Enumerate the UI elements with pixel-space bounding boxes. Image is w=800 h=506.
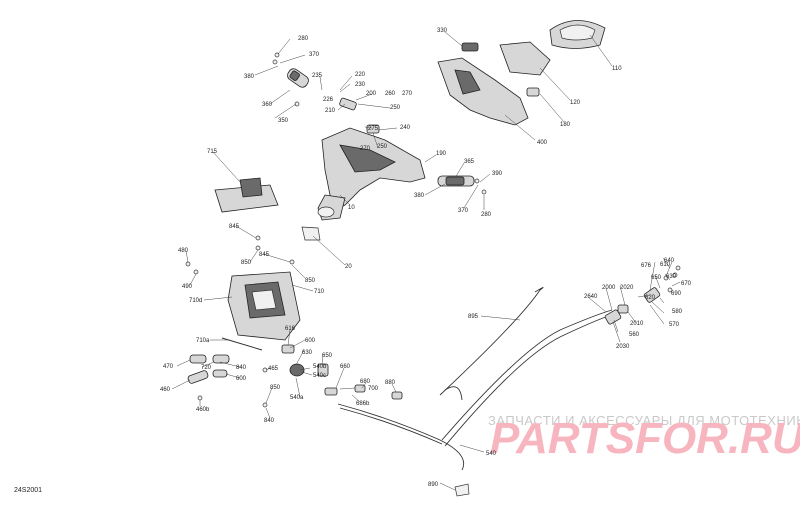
callout-label: 845 bbox=[259, 252, 270, 258]
hoses-and-cables bbox=[337, 287, 615, 497]
callout-label: 120 bbox=[570, 100, 581, 106]
callout-label: 670 bbox=[681, 281, 692, 287]
callout-label: 330 bbox=[437, 28, 448, 34]
callout-label: 270 bbox=[360, 146, 371, 152]
callout-label: 620 bbox=[645, 295, 656, 301]
callout-label: 710a bbox=[196, 338, 210, 344]
callout-label: 460 bbox=[160, 387, 171, 393]
callout-label: 850 bbox=[305, 278, 316, 284]
callout-label: 690 bbox=[671, 291, 682, 297]
callout-label: 365 bbox=[464, 159, 475, 165]
callout-label: 540 bbox=[486, 451, 497, 457]
callout-label: 676 bbox=[641, 263, 652, 269]
callout-label: 715 bbox=[207, 149, 218, 155]
lower-left-fittings bbox=[187, 354, 230, 401]
callout-label: 680 bbox=[360, 379, 371, 385]
console-housing-710 bbox=[185, 235, 301, 351]
callout-label: 710 bbox=[314, 289, 325, 295]
callout-label: 240 bbox=[400, 125, 411, 131]
callout-label: 720 bbox=[201, 365, 212, 371]
leader-lines bbox=[171, 31, 681, 491]
callout-label: 280 bbox=[298, 36, 309, 42]
callout-label: 600 bbox=[305, 338, 316, 344]
throttle-components bbox=[604, 265, 681, 325]
callout-label: 370 bbox=[309, 52, 320, 58]
callout-label: 180 bbox=[560, 122, 571, 128]
callout-label: 840 bbox=[264, 418, 275, 424]
callout-label: 2640 bbox=[584, 294, 598, 300]
middle-fittings bbox=[262, 344, 403, 408]
handlebar-assembly bbox=[317, 97, 426, 221]
callout-label: 580 bbox=[672, 309, 683, 315]
callout-label: 470 bbox=[163, 364, 174, 370]
callout-label: 2000 bbox=[602, 285, 616, 291]
callout-label: 270 bbox=[402, 91, 413, 97]
callout-label: 20 bbox=[345, 264, 352, 270]
callout-label: 570 bbox=[669, 322, 680, 328]
callout-label: 490 bbox=[182, 284, 193, 290]
callout-label: 2030 bbox=[616, 344, 630, 350]
right-grip-assembly bbox=[437, 175, 487, 195]
cover-20 bbox=[301, 226, 321, 241]
callout-label: 560 bbox=[629, 332, 640, 338]
callout-label: 890 bbox=[428, 482, 439, 488]
callout-label: 540c bbox=[313, 373, 326, 379]
callout-label: 230 bbox=[355, 82, 366, 88]
bracket-715 bbox=[214, 177, 279, 213]
callout-label: 600 bbox=[236, 376, 247, 382]
callout-label: 110 bbox=[612, 66, 622, 72]
callout-label: 895 bbox=[468, 314, 479, 320]
watermark-tagline: ЗАПЧАСТИ И АКСЕССУАРЫ ДЛЯ МОТОТЕХНИКИ bbox=[488, 413, 800, 428]
callout-label: 400 bbox=[537, 140, 548, 146]
callout-label: 640 bbox=[664, 258, 675, 264]
callout-label: 235 bbox=[312, 73, 323, 79]
callout-label: 2020 bbox=[620, 285, 634, 291]
callout-label: 275 bbox=[368, 126, 379, 132]
callout-label: 540a bbox=[290, 395, 304, 401]
callout-label: 380 bbox=[414, 193, 425, 199]
callout-label: 465 bbox=[268, 366, 279, 372]
callout-label: 630 bbox=[302, 350, 313, 356]
callout-label: 880 bbox=[385, 380, 396, 386]
callout-label: 540b bbox=[313, 364, 327, 370]
callout-label: 250 bbox=[390, 105, 401, 111]
callout-label: 850 bbox=[270, 385, 281, 391]
callout-label: 850 bbox=[241, 260, 252, 266]
callout-label: 350 bbox=[278, 118, 289, 124]
callout-label: 280 bbox=[481, 212, 492, 218]
callout-label: 360 bbox=[262, 102, 273, 108]
callout-label: 226 bbox=[323, 97, 334, 103]
callout-label: 686b bbox=[356, 401, 370, 407]
callout-label: 630 bbox=[666, 274, 677, 280]
left-grip-assembly bbox=[272, 52, 309, 107]
callout-label: 250 bbox=[377, 144, 388, 150]
callout-label: 710d bbox=[189, 298, 202, 304]
callout-label: 380 bbox=[244, 74, 255, 80]
diagram-id: 24S2001 bbox=[14, 487, 42, 494]
callout-label: 840 bbox=[236, 365, 247, 371]
callout-label: 616 bbox=[285, 326, 296, 332]
callout-label: 480 bbox=[178, 248, 189, 254]
callout-label: 650 bbox=[322, 353, 333, 359]
callout-label: 460b bbox=[196, 407, 210, 413]
callout-label: 10 bbox=[348, 205, 355, 211]
callout-label: 220 bbox=[355, 72, 366, 78]
callout-label: 2010 bbox=[630, 321, 644, 327]
callout-labels: 280 370 380 235 220 230 226 210 360 350 … bbox=[160, 28, 692, 488]
callout-label: 390 bbox=[492, 171, 503, 177]
callout-label: 200 bbox=[366, 91, 377, 97]
callout-label: 260 bbox=[385, 91, 396, 97]
callout-label: 845 bbox=[229, 224, 240, 230]
callout-label: 650 bbox=[651, 275, 662, 281]
callout-label: 700 bbox=[368, 386, 379, 392]
callout-label: 190 bbox=[436, 151, 447, 157]
watermark: ЗАПЧАСТИ И АКСЕССУАРЫ ДЛЯ МОТОТЕХНИКИ PA… bbox=[488, 413, 800, 463]
callout-label: 210 bbox=[325, 108, 336, 114]
callout-label: 370 bbox=[458, 208, 469, 214]
callout-label: 610 bbox=[660, 262, 671, 268]
watermark-brand: PARTSFOR.RU bbox=[490, 414, 800, 463]
upper-cover-assembly bbox=[437, 20, 606, 126]
callout-label: 660 bbox=[340, 364, 351, 370]
